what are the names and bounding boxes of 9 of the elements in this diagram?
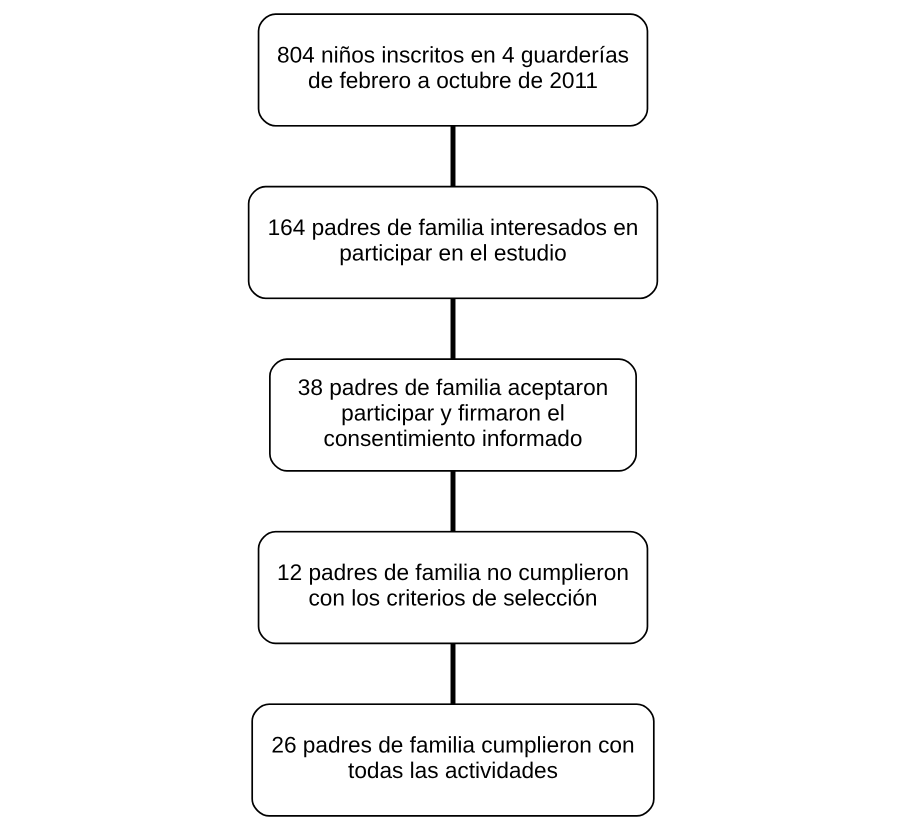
node-box: 164 padres de familia interesados en participar en el estudio (247, 186, 658, 300)
connector (450, 126, 455, 186)
node-box: 12 padres de familia no cumplieron con los criterios de selección (257, 530, 648, 644)
connector (450, 298, 455, 359)
connector (450, 644, 455, 704)
node-box: 26 padres de familia cumplieron con todas las actividades (250, 703, 654, 817)
node-box: 804 niños inscritos en 4 guarderías de febrero a octubre de 2011 (257, 13, 648, 127)
node-box: 38 padres de familia aceptaron participar y firmaron el consentimiento informado (268, 358, 636, 472)
connector (450, 471, 455, 532)
